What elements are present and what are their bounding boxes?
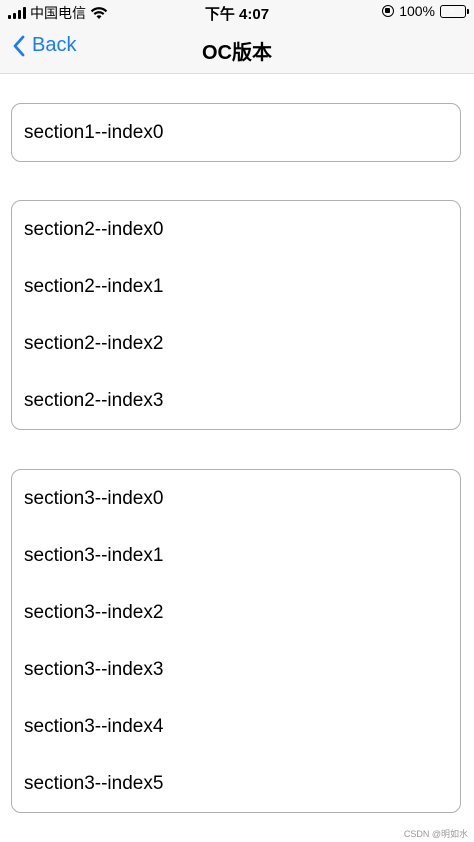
watermark: CSDN @明如水 [403,829,468,839]
list-item[interactable]: section2--index1 [24,275,164,297]
carrier-label: 中国电信 [30,5,86,21]
signal-icon [8,7,26,19]
section-1: section1--index0 [11,103,461,162]
list-item[interactable]: section2--index3 [24,389,164,411]
list-item[interactable]: section3--index1 [24,544,164,566]
status-left: 中国电信 [8,3,108,23]
section-2: section2--index0 section2--index1 sectio… [11,200,461,430]
back-button[interactable]: Back [12,34,76,57]
battery-icon: ⚡ [440,4,469,18]
list-item[interactable]: section3--index2 [24,601,164,623]
list-item[interactable]: section2--index2 [24,332,164,354]
status-right: 100% ⚡ [382,3,469,19]
list-item[interactable]: section3--index0 [24,487,164,509]
status-bar: 中国电信 下午 4:07 100% ⚡ [0,0,474,24]
page-title: OC版本 [202,42,272,64]
list-item[interactable]: section2--index0 [24,218,164,240]
list-item[interactable]: section3--index3 [24,658,164,680]
list-item[interactable]: section3--index4 [24,715,164,737]
navigation-bar: Back OC版本 [0,24,474,74]
list-item[interactable]: section3--index5 [24,772,164,794]
orientation-lock-icon [382,5,395,17]
battery-percent: 100% [399,3,435,19]
back-label: Back [32,34,77,56]
list-item[interactable]: section1--index0 [24,121,164,143]
section-3: section3--index0 section3--index1 sectio… [11,469,461,813]
wifi-icon [90,7,108,19]
status-time: 下午 4:07 [204,6,270,23]
chevron-left-icon [13,35,25,56]
